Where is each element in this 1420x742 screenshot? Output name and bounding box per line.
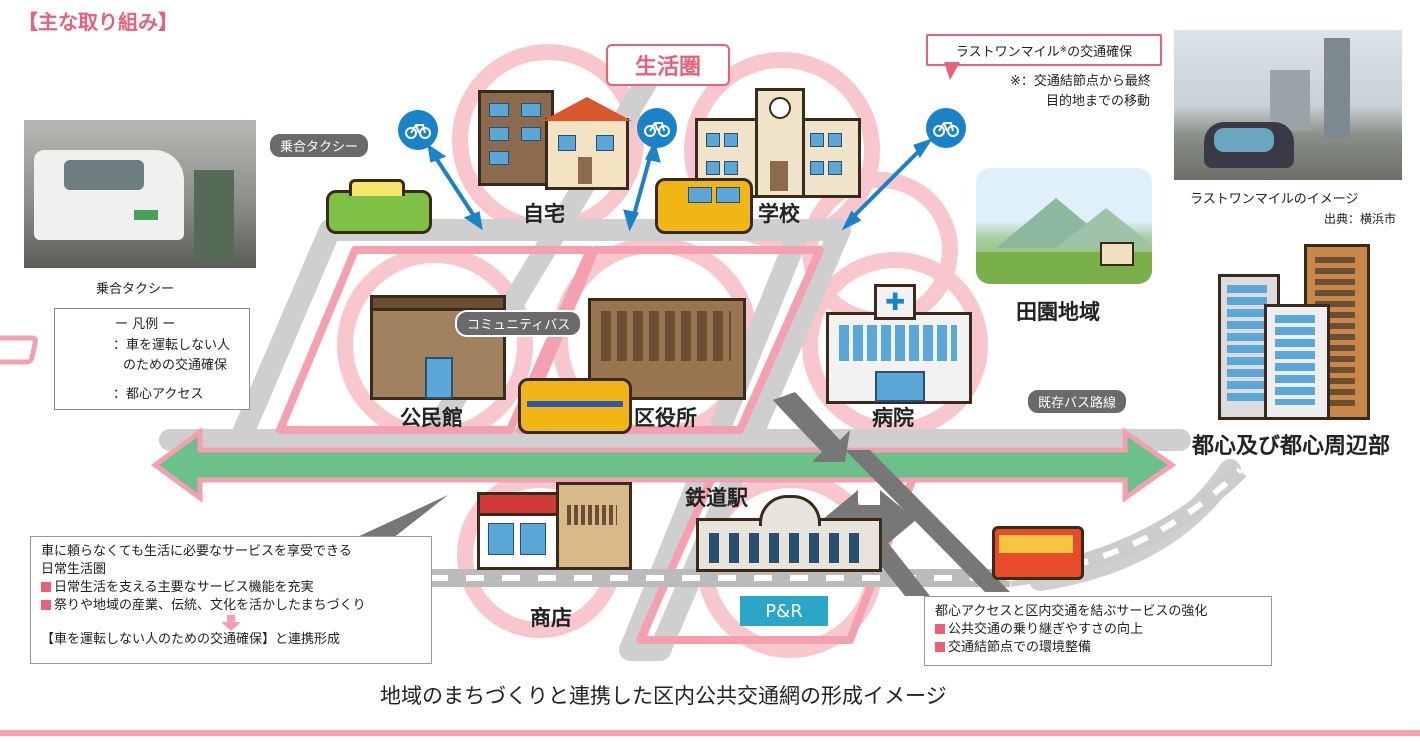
road-upper — [229, 219, 341, 451]
label-hospital: 病院 — [872, 406, 914, 430]
tram-icon — [992, 526, 1084, 580]
label-shops: 商店 — [530, 606, 572, 630]
bicycle-icon — [926, 108, 966, 148]
callout-right-line1: 都心アクセスと区内交通を結ぶサービスの強化 — [935, 604, 1208, 619]
last-mile-photo — [1174, 30, 1402, 180]
last-mile-callout: ラストワンマイル※の交通確保 — [926, 34, 1162, 66]
callout-left-result: 【車を運転しない人のための交通確保】と連携形成 — [41, 632, 341, 647]
connection-service-callout: 都心アクセスと区内交通を結ぶサービスの強化 公共交通の乗り継ぎやすさの向上 交通… — [924, 596, 1272, 666]
last-mile-photo-caption: ラストワンマイルのイメージ — [1190, 192, 1359, 207]
park-and-ride-sign: P&R — [740, 596, 828, 626]
bullet-square — [41, 600, 51, 610]
van-icon — [655, 178, 753, 234]
shop-icon — [477, 492, 559, 570]
city-center-buildings-icon — [1214, 244, 1404, 420]
bicycle-icon — [398, 110, 438, 150]
legend-box: ー 凡例 ー ：車を運転しない人 のための交通確保 ：都心アクセス — [54, 308, 250, 410]
label-ward-office: 区役所 — [634, 406, 697, 430]
hospital-icon — [826, 312, 972, 404]
bicycle-icon — [637, 108, 677, 148]
label-school: 学校 — [758, 202, 800, 226]
last-mile-photo-source: 出典：横浜市 — [1324, 212, 1397, 226]
label-station: 鉄道駅 — [685, 486, 748, 510]
school-clock-tower-icon — [755, 88, 805, 198]
community-bus-icon — [518, 378, 632, 434]
callout-pointer-right — [845, 450, 1010, 592]
station-building-icon — [696, 495, 882, 572]
callout-right-bullet1: 公共交通の乗り継ぎやすさの向上 — [948, 622, 1144, 637]
bullet-square — [935, 642, 945, 652]
city-access-arrow — [150, 427, 1177, 503]
rural-area-illustration — [976, 168, 1152, 284]
taxi-icon — [326, 179, 432, 234]
tag-existing-bus: 既存バス路線 — [1026, 388, 1129, 415]
callout-left-bullet2: 祭りや地域の産業、伝統、文化を活かしたまちづくり — [54, 598, 366, 613]
callout-left-line1: 車に頼らなくても生活に必要なサービスを享受できる — [41, 544, 352, 559]
legend-item-local-transport-line1: ：車を運転しない人 — [113, 338, 231, 353]
callout-left-bullet1: 日常生活を支える主要なサービス機能を充実 — [54, 580, 314, 595]
shared-taxi-photo — [24, 120, 256, 268]
label-city-center: 都心及び都心周辺部 — [1192, 434, 1391, 459]
tag-community-bus: コミュニティバス — [455, 310, 583, 337]
section-heading: 【主な取り組み】 — [18, 10, 178, 34]
label-community-hall: 公民館 — [400, 406, 463, 430]
pink-loop-left — [276, 246, 594, 434]
last-mile-note-line1: ※：交通結節点から最終 — [1010, 74, 1151, 89]
legend-item-local-transport-line2: のための交通確保 — [123, 358, 228, 373]
legend-title: ー 凡例 ー — [115, 317, 176, 332]
hospital-cross-icon: ✚ — [874, 284, 916, 320]
figure-caption: 地域のまちづくりと連携した区内公共交通網の形成イメージ — [380, 684, 947, 708]
callout-right-bullet2: 交通結節点での環境整備 — [948, 640, 1092, 655]
tag-shared-taxi: 乗合タクシー — [268, 132, 371, 159]
zone-title: 生活圏 — [606, 44, 730, 86]
down-arrow-icon — [221, 615, 241, 631]
legend-item-city-access: ：都心アクセス — [113, 387, 204, 402]
pink-loop-mid — [516, 246, 824, 434]
bullet-square — [935, 624, 945, 634]
label-rural-area: 田園地域 — [1016, 300, 1100, 324]
transfer-arrow-upper — [773, 392, 850, 462]
house-icon — [542, 97, 632, 190]
legend-loop-symbol — [0, 335, 38, 365]
home-building-icon — [478, 90, 554, 186]
store-house-icon — [556, 482, 632, 570]
bottom-band — [0, 730, 1420, 736]
callout-left-line2: 日常生活圏 — [41, 562, 107, 577]
last-mile-pointer — [944, 62, 960, 80]
last-mile-note-line2: 目的地までの移動 — [1046, 94, 1151, 109]
shared-taxi-photo-caption: 乗合タクシー — [96, 282, 175, 297]
label-home: 自宅 — [523, 202, 565, 226]
bullet-square — [41, 582, 51, 592]
daily-life-zone-callout: 車に頼らなくても生活に必要なサービスを享受できる 日常生活圏 日常生活を支える主… — [30, 536, 432, 664]
